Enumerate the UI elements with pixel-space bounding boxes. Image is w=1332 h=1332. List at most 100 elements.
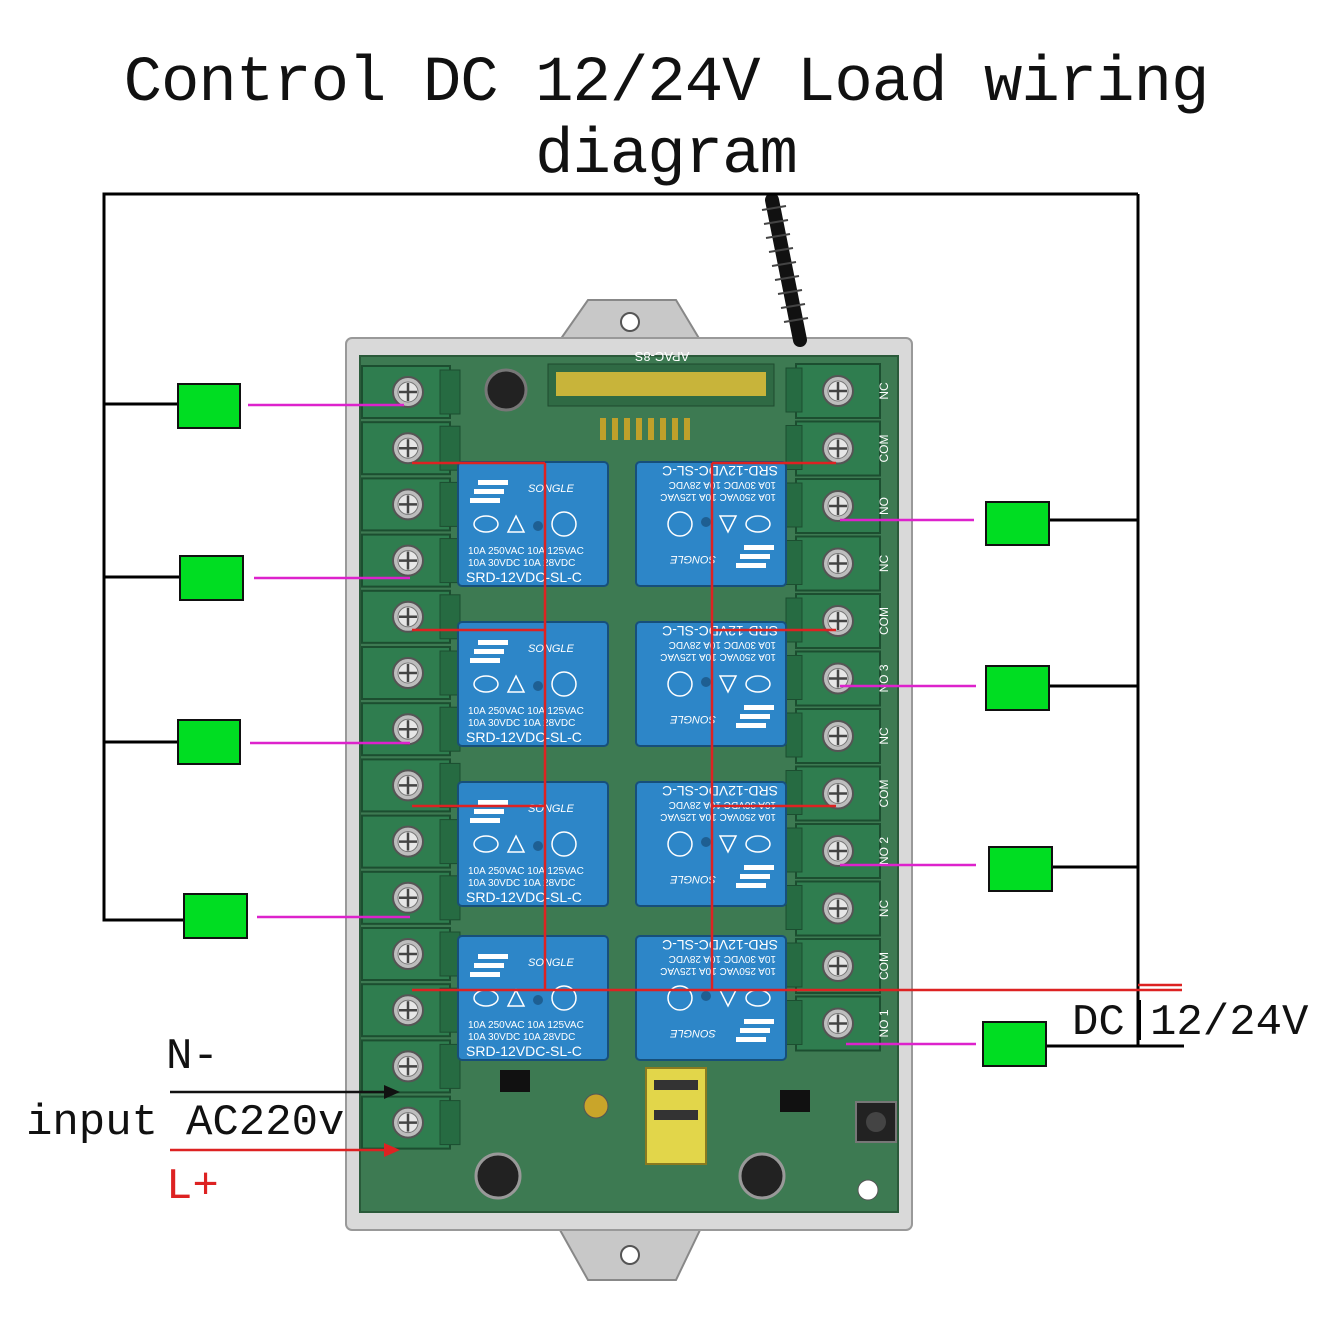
terminal-label: COM bbox=[877, 435, 891, 463]
terminal-label: NO 3 bbox=[877, 664, 891, 692]
left-terminal-screw-3[interactable] bbox=[392, 488, 424, 521]
load-1 bbox=[177, 383, 241, 429]
relay-rating-1: 10A 250VAC 10A 125VAC bbox=[468, 1020, 584, 1031]
l-arrow-icon bbox=[384, 1143, 400, 1157]
relay-rating-1: 10A 250VAC 10A 125VAC bbox=[468, 706, 584, 717]
terminal-label: NO 1 bbox=[877, 1009, 891, 1037]
terminal-label: COM bbox=[877, 607, 891, 635]
left-terminal-screw-13[interactable] bbox=[392, 1050, 424, 1083]
relay-rating-1: 10A 250VAC 10A 125VAC bbox=[468, 866, 584, 877]
receiver-module: APAC-8S bbox=[484, 349, 775, 440]
left-terminal-screw-6[interactable] bbox=[392, 657, 424, 689]
terminal-label: NC bbox=[877, 382, 891, 400]
relay-brand: SONGLE bbox=[528, 957, 575, 969]
right-terminal-screw-1[interactable] bbox=[822, 375, 854, 407]
pcb-mount-hole bbox=[857, 1179, 879, 1201]
relay-model: SRD-12VDC-SL-C bbox=[466, 729, 582, 745]
relay-rating-2: 10A 30VDC 10A 28VDC bbox=[468, 558, 575, 569]
right-terminal-labels: NC COM NO NC COM NO 3 NC COM NO 2 NC COM NO 1 bbox=[877, 382, 891, 1038]
module-label: APAC-8S bbox=[634, 349, 689, 364]
relay-rating-2: 10A 30VDC 10A 28VDC bbox=[468, 1032, 575, 1043]
terminal-label: NO bbox=[877, 497, 891, 515]
right-terminal-block bbox=[785, 363, 881, 1052]
mount-hole-top bbox=[620, 312, 640, 332]
n-arrow-icon bbox=[384, 1085, 400, 1099]
dc-positive-wire bbox=[412, 461, 1182, 992]
page-title: Control DC 12/24V Load wiring diagram bbox=[123, 48, 1210, 192]
dc-label: DC bbox=[1072, 998, 1125, 1048]
left-terminal-screw-8[interactable] bbox=[392, 769, 424, 802]
load-signal-wires bbox=[248, 403, 976, 1046]
antenna bbox=[765, 193, 807, 347]
power-supply-section bbox=[474, 1067, 897, 1201]
left-common-wire bbox=[102, 192, 1138, 922]
right-terminal-screw-9[interactable] bbox=[822, 835, 854, 867]
left-terminal-block bbox=[361, 365, 461, 1150]
left-terminal-screw-11[interactable] bbox=[392, 938, 424, 970]
relay-rating-1: 10A 250VAC 10A 125VAC bbox=[660, 811, 776, 822]
load-2 bbox=[179, 555, 244, 601]
left-terminal-screw-2[interactable] bbox=[392, 432, 424, 465]
relay-rating-1: 10A 250VAC 10A 125VAC bbox=[468, 546, 584, 557]
right-terminal-screw-12[interactable] bbox=[822, 1007, 854, 1040]
right-terminal-screw-7[interactable] bbox=[822, 720, 854, 752]
relay-model: SRD-12VDC-SL-C bbox=[466, 1043, 582, 1059]
terminal-label: NO 2 bbox=[877, 837, 891, 865]
right-terminal-screw-11[interactable] bbox=[822, 950, 854, 982]
terminal-label: NC bbox=[877, 900, 891, 918]
left-terminal-screw-1[interactable] bbox=[392, 376, 424, 408]
relay-brand: SONGLE bbox=[669, 553, 716, 565]
relay-rating-1: 10A 250VAC 10A 125VAC bbox=[660, 491, 776, 502]
relay-rating-1: 10A 250VAC 10A 125VAC bbox=[660, 965, 776, 976]
left-terminal-screw-7[interactable] bbox=[392, 713, 424, 746]
relay-rating-2: 10A 30VDC 10A 28VDC bbox=[468, 718, 575, 729]
relay-rating-2: 10A 30VDC 10A 28VDC bbox=[669, 639, 776, 650]
right-terminal-screw-3[interactable] bbox=[822, 490, 854, 522]
relay-rating-2: 10A 30VDC 10A 28VDC bbox=[468, 878, 575, 889]
loads bbox=[177, 383, 1053, 1067]
capacitor-top bbox=[484, 368, 528, 412]
terminal-label: NC bbox=[877, 555, 891, 573]
left-terminal-screw-9[interactable] bbox=[392, 825, 424, 858]
right-terminal-screw-10[interactable] bbox=[822, 892, 854, 925]
left-terminal-screw-12[interactable] bbox=[392, 994, 424, 1027]
right-terminal-screw-6[interactable] bbox=[822, 662, 854, 695]
relay-brand: SONGLE bbox=[669, 873, 716, 885]
terminal-label: NC bbox=[877, 727, 891, 745]
left-terminal-screw-4[interactable] bbox=[392, 544, 424, 577]
relay-model: SRD-12VDC-SL-C bbox=[466, 889, 582, 905]
left-terminal-screw-5[interactable] bbox=[392, 600, 424, 633]
antenna-coils bbox=[761, 205, 809, 323]
right-terminal-screw-2[interactable] bbox=[822, 432, 854, 465]
input-label: input bbox=[26, 1098, 158, 1148]
relay-rating-2: 10A 30VDC 10A 28VDC bbox=[669, 479, 776, 490]
relay-brand: SONGLE bbox=[528, 483, 575, 495]
right-terminal-screw-5[interactable] bbox=[822, 605, 854, 637]
relay-brand: SONGLE bbox=[669, 1027, 716, 1039]
relay-model: SRD-12VDC-SL-C bbox=[662, 783, 778, 799]
terminal-label: COM bbox=[877, 780, 891, 808]
left-terminal-screw-10[interactable] bbox=[392, 881, 424, 914]
relay-rating-2: 10A 30VDC 10A 28VDC bbox=[669, 953, 776, 964]
relay-brand: SONGLE bbox=[528, 643, 575, 655]
ac220-label: AC220v bbox=[186, 1098, 344, 1148]
left-terminal-screw-14[interactable] bbox=[392, 1106, 424, 1139]
load-5 bbox=[985, 501, 1050, 546]
relay-rating-1: 10A 250VAC 10A 125VAC bbox=[660, 651, 776, 662]
right-terminal-screw-8[interactable] bbox=[822, 777, 854, 810]
terminal-label: COM bbox=[877, 952, 891, 980]
relay-model: SRD-12VDC-SL-C bbox=[662, 937, 778, 953]
dc-voltage-label: 12/24V bbox=[1150, 998, 1309, 1048]
right-terminal-screw-4[interactable] bbox=[822, 547, 854, 580]
load-4 bbox=[183, 893, 248, 939]
load-8 bbox=[982, 1021, 1047, 1067]
relay-rating-2: 10A 30VDC 10A 28VDC bbox=[669, 799, 776, 810]
l-plus-label: L+ bbox=[166, 1162, 219, 1212]
capacitor-bottom-right bbox=[738, 1152, 786, 1200]
